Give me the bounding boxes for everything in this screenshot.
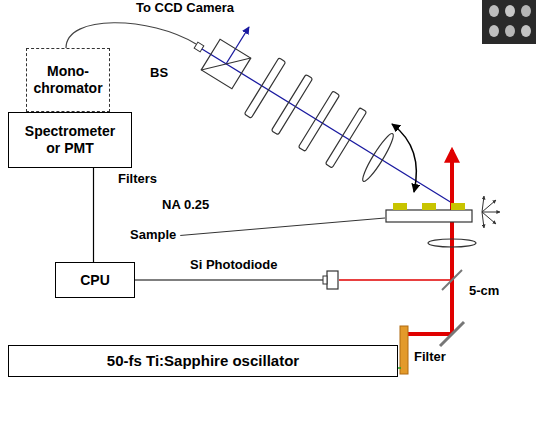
scatter-ray <box>482 196 484 212</box>
scatter-ray <box>482 212 496 224</box>
image-spot <box>489 5 499 17</box>
node-text: 50-fs Ti:Sapphire oscillator <box>107 352 299 370</box>
component-label: Filters <box>118 172 157 187</box>
cpu-box: CPU <box>55 262 135 298</box>
filter-plate <box>298 91 339 151</box>
laser-box: 50-fs Ti:Sapphire oscillator <box>8 345 398 377</box>
nanostructure <box>451 203 465 210</box>
collection-beam <box>202 49 452 203</box>
component-label: Sample <box>130 228 176 243</box>
filter-plate <box>325 108 366 168</box>
nanostructure <box>393 203 407 210</box>
scatter-ray <box>482 212 484 228</box>
leader-line <box>180 218 385 235</box>
image-spot <box>505 5 515 17</box>
fiber-tip <box>194 42 204 52</box>
signal-line <box>93 168 94 262</box>
cube-outline <box>201 39 251 89</box>
photodiode-wire <box>135 279 327 280</box>
node-text: CPU <box>80 272 110 289</box>
image-spot <box>505 25 515 37</box>
optical-fiber <box>66 23 196 48</box>
rotation-arrow <box>392 124 416 192</box>
laser-beam <box>408 332 452 336</box>
mirror <box>440 322 464 346</box>
laser-filter <box>400 326 408 374</box>
scattered-light <box>482 196 500 228</box>
beam-splitter <box>442 270 462 290</box>
reference-beam <box>339 279 452 281</box>
nanostructure <box>422 203 436 210</box>
node-text: Mono- chromator <box>31 63 105 97</box>
spectrometer-box: Spectrometer or PMT <box>8 112 132 168</box>
sample-substrate <box>386 210 472 222</box>
collection-lens <box>359 131 397 184</box>
component-label: Si Photodiode <box>190 258 277 273</box>
node-text: Spectrometer or PMT <box>17 123 123 157</box>
beam-splitter-cube <box>201 39 251 89</box>
image-spot <box>521 25 531 37</box>
monochromator-box: Mono- chromator <box>26 48 110 112</box>
photodiode-pin <box>323 276 327 284</box>
dimension-label: 5-cm <box>469 284 499 299</box>
component-label: Filter <box>414 350 446 365</box>
aperture-label: NA 0.25 <box>162 198 209 213</box>
focusing-lens <box>428 239 476 247</box>
scatter-ray <box>482 200 496 212</box>
output-label: To CCD Camera <box>136 1 234 16</box>
filter-plate <box>271 74 312 134</box>
photodiode-symbol <box>327 271 338 289</box>
ccd-image <box>482 0 536 44</box>
image-spot <box>489 25 499 37</box>
cube-diagonal <box>201 39 251 89</box>
laser-beam <box>450 150 454 334</box>
component-label: BS <box>150 66 168 81</box>
ccd-image-ground <box>482 0 536 44</box>
image-spot <box>521 5 531 17</box>
pump-line <box>398 367 401 369</box>
filter-plate <box>244 58 285 118</box>
scatter-ray <box>482 212 500 213</box>
